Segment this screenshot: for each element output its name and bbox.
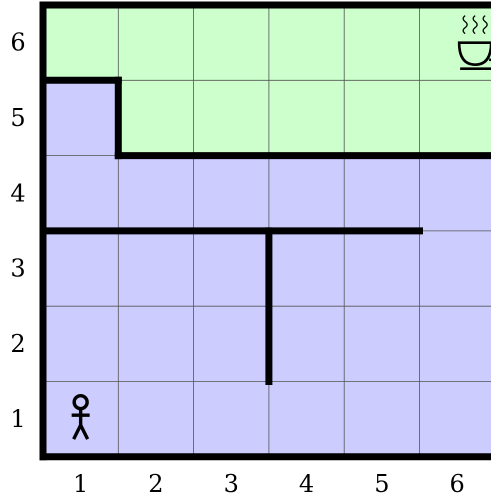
cell-6-2 [419,306,491,382]
cell-4-5 [268,80,345,157]
cell-2-2 [118,306,195,382]
cell-5-2 [344,306,420,382]
walls-layer [39,1,491,461]
cells-layer [43,5,491,458]
cell-5-6 [344,5,420,81]
y-axis-label-3: 3 [10,255,25,283]
cell-6-1 [419,381,491,458]
cell-5-3 [344,230,420,307]
cell-3-5 [193,80,270,157]
cell-1-4 [43,155,119,232]
cell-3-6 [193,5,270,81]
y-axis-label-5: 5 [10,104,25,132]
x-axis-label-2: 2 [148,470,163,498]
cell-2-6 [118,5,195,81]
cell-3-4 [193,155,270,232]
cell-4-4 [268,155,345,232]
cell-2-5 [118,80,195,157]
x-axis-label-1: 1 [73,470,88,498]
cell-2-3 [118,230,195,307]
cell-4-6 [268,5,345,81]
y-axis-label-6: 6 [10,29,25,57]
cell-4-2 [268,306,345,382]
x-axis-label-5: 5 [374,470,389,498]
cell-3-1 [193,381,270,458]
cell-6-5 [419,80,491,157]
cell-1-2 [43,306,119,382]
cell-1-6 [43,5,119,81]
cell-3-2 [193,306,270,382]
cell-1-3 [43,230,119,307]
cell-3-3 [193,230,270,307]
cell-6-4 [419,155,491,232]
cell-5-5 [344,80,420,157]
y-axis-label-4: 4 [10,179,25,207]
x-axis-label-3: 3 [224,470,239,498]
y-axis-labels: 1 2 3 4 5 6 [10,29,25,433]
y-axis-label-1: 1 [10,405,25,433]
x-axis-label-4: 4 [299,470,314,498]
cell-4-1 [268,381,345,458]
person-icon [71,393,90,440]
y-axis-label-2: 2 [10,330,25,358]
x-axis-label-6: 6 [450,470,465,498]
cell-2-1 [118,381,195,458]
cell-5-1 [344,381,420,458]
cell-4-3 [268,230,345,307]
x-axis-labels: 1 2 3 4 5 6 [73,470,465,498]
cell-1-5 [43,80,119,157]
cell-5-4 [344,155,420,232]
cell-6-3 [419,230,491,307]
cell-2-4 [118,155,195,232]
